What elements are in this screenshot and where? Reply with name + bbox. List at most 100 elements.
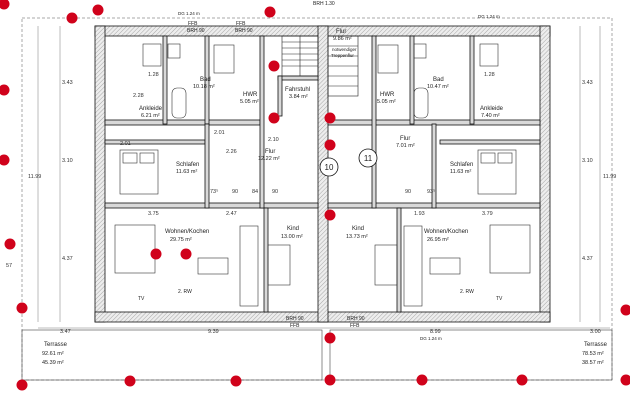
staircase [281, 35, 359, 97]
dim-128b: 1.28 [484, 72, 495, 78]
room-kind-10-area: 13.00 m² [281, 234, 303, 240]
ffb-bottom-a: FFB [290, 323, 300, 329]
room-ankleide-10-area: 6.21 m² [141, 113, 160, 119]
marker [124, 375, 136, 387]
markers [0, 0, 630, 391]
dim-738: 73⁵ [210, 188, 218, 195]
brh90-top-right: BRH 90 [235, 28, 253, 34]
room-schlafen-11-area: 11.63 m² [450, 169, 471, 175]
dim-right-c: 3.43 [582, 80, 593, 86]
marker [268, 112, 280, 124]
terrace-left-area2: 45.39 m² [42, 360, 64, 366]
dim-left-c: 3.43 [62, 80, 73, 86]
room-flur-10: Flur [265, 149, 275, 155]
dim-375: 3.75 [148, 211, 159, 217]
room-hwr-11: HWR [380, 92, 395, 98]
dim-left-b: 3.10 [62, 158, 73, 164]
room-bad-11-area: 10.47 m² [427, 84, 449, 90]
dim-bottom-mid-left: 9.39 [208, 329, 219, 335]
building-outline [21, 17, 613, 381]
dim-226: 2.26 [226, 149, 237, 155]
dim-left-a: 4.37 [62, 256, 73, 262]
dim-128a: 1.28 [148, 72, 159, 78]
terrace-right: Terrasse [584, 342, 608, 348]
tv-left: TV [138, 296, 145, 302]
dim-210: 2.10 [268, 137, 279, 143]
room-bad-11: Bad [433, 77, 444, 83]
room-ankleide-11: Ankleide [480, 106, 504, 112]
dim-bottom-left: 3.47 [60, 329, 71, 335]
brh90-top-left: BRH 90 [187, 28, 205, 34]
marker [230, 375, 242, 387]
unit-10-circle [319, 157, 339, 177]
marker [324, 139, 336, 151]
brh90-bottom-b: BRH 90 [347, 316, 365, 322]
dim-right-a: 4.37 [582, 256, 593, 262]
dim-193: 1.93 [414, 211, 425, 217]
dim-201a: 2.01 [120, 141, 131, 147]
dim-90c: 90 [405, 189, 411, 195]
room-fahrstuhl: Fahrstuhl [285, 87, 310, 93]
unit-11-circle [358, 148, 378, 168]
room-schlafen-11: Schlafen [450, 162, 473, 168]
marker [180, 248, 192, 260]
rw-left: 2. RW [178, 289, 192, 295]
marker [620, 374, 630, 386]
room-wohnen-10: Wohnen/Kochen [165, 229, 209, 235]
marker [324, 332, 336, 344]
marker [16, 302, 28, 314]
dim-201b: 2.01 [214, 130, 225, 136]
room-flur-11: Flur [400, 136, 410, 142]
room-hwr-10: HWR [243, 92, 258, 98]
core-note-1: notwendiger [332, 47, 357, 52]
dim-overall-right: 11.99 [603, 174, 616, 180]
room-wohnen-11: Wohnen/Kochen [424, 229, 468, 235]
room-schlafen-10-area: 11.63 m² [176, 169, 197, 175]
dim-90a: 90 [232, 189, 238, 195]
terrace-left: Terrasse [44, 342, 68, 348]
dim-379: 3.79 [482, 211, 493, 217]
dg-top: DG 1.24 m [178, 11, 200, 16]
dim-90b: 90 [272, 189, 278, 195]
brh90-bottom-a: BRH 90 [286, 316, 304, 322]
tv-right: TV [496, 296, 503, 302]
dim-247: 2.47 [226, 211, 237, 217]
marker [0, 84, 10, 96]
marker [0, 0, 10, 10]
dim-93: 93⁵ [427, 188, 435, 195]
dimension-lines [37, 26, 610, 329]
room-fahrstuhl-area: 3.84 m² [289, 94, 308, 100]
marker [416, 374, 428, 386]
dim-overall-left: 11.99 [28, 174, 41, 180]
terrace-left-area1: 92.61 m² [42, 351, 64, 357]
marker [324, 112, 336, 124]
core-note-2: Treppenflur [331, 53, 354, 58]
ffb-top-left: FFB [188, 21, 198, 27]
room-bad-10-area: 10.18 m² [193, 84, 215, 90]
dim-bottom-right: 3.00 [590, 329, 601, 335]
room-ankleide-10: Ankleide [139, 106, 163, 112]
room-wohnen-11-area: 26.95 m² [427, 237, 449, 243]
room-flur-core: Flur [336, 29, 346, 35]
marker [92, 4, 104, 16]
terrace-slab-left [21, 329, 323, 381]
terrace-slab-right [329, 329, 613, 381]
room-flur-10-area: 12.22 m² [258, 156, 280, 162]
marker [4, 238, 16, 250]
dim-84: 84 [252, 189, 258, 195]
dg-top-right: DG 1.24 m [478, 14, 500, 19]
marker [0, 154, 10, 166]
terrace-right-area2: 38.57 m² [582, 360, 604, 366]
marker [150, 248, 162, 260]
dim-bottom-mid-right: 8.99 [430, 329, 441, 335]
unit-11-number: 11 [364, 154, 373, 163]
room-schlafen-10: Schlafen [176, 162, 199, 168]
room-bad-10: Bad [200, 77, 211, 83]
dim-right-b: 3.10 [582, 158, 593, 164]
marker [66, 12, 78, 24]
marker [324, 209, 336, 221]
marker [268, 60, 280, 72]
room-kind-10: Kind [287, 226, 299, 232]
room-kind-11-area: 13.73 m² [346, 234, 368, 240]
